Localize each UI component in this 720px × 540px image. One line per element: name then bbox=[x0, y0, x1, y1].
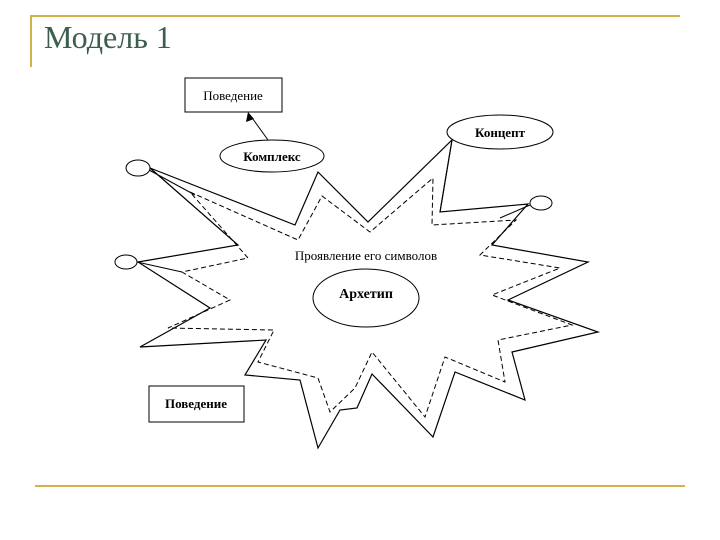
behavior-top-label: Поведение bbox=[203, 88, 263, 103]
slide-title: Модель 1 bbox=[44, 19, 172, 55]
top-accent-rule bbox=[30, 15, 680, 17]
knob-right bbox=[499, 195, 553, 219]
complex-to-behavior-arrow bbox=[246, 112, 269, 141]
inner-star-outline bbox=[167, 176, 574, 419]
bottom-accent-rule bbox=[35, 485, 685, 487]
archetype-label: Архетип bbox=[339, 287, 393, 302]
knob-left-top bbox=[125, 159, 196, 196]
complex-label: Комплекс bbox=[243, 149, 301, 164]
behavior-box-top: Поведение bbox=[184, 77, 283, 113]
left-accent-rule bbox=[30, 15, 32, 67]
behavior-box-bottom: Поведение bbox=[148, 385, 245, 423]
archetype-node: Архетип bbox=[312, 268, 420, 328]
concept-label: Концепт bbox=[475, 125, 526, 140]
center-label: Проявление его символов bbox=[295, 248, 437, 263]
concept-node: Концепт bbox=[439, 114, 554, 213]
behavior-bottom-label: Поведение bbox=[165, 396, 227, 411]
knob-left-mid bbox=[114, 254, 183, 273]
complex-node: Комплекс bbox=[219, 139, 325, 173]
